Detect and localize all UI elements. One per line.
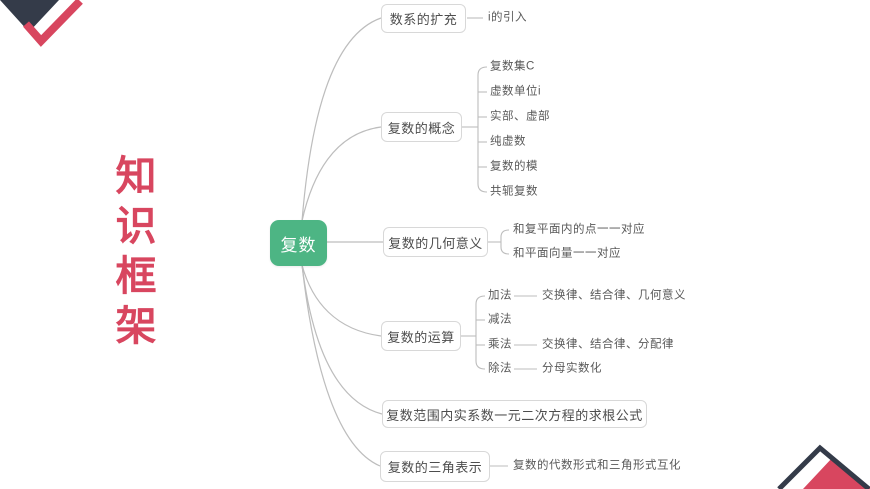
leaf-division: 除法 xyxy=(488,362,512,375)
branch-box-complex-concept: 复数的概念 xyxy=(381,112,462,142)
leaf-subtraction: 减法 xyxy=(488,313,512,326)
leaf-connectors xyxy=(461,17,537,467)
leaf-modulus: 复数的模 xyxy=(490,160,538,173)
corner-decoration-bottom-right xyxy=(777,444,870,489)
leaf-imaginary-unit: 虚数单位i xyxy=(490,85,542,98)
connector-root-to-branch-1 xyxy=(301,126,382,222)
leaf-complex-set-c: 复数集C xyxy=(490,60,535,73)
red-triangle-icon xyxy=(803,457,870,489)
leaf-vector-correspondence: 和平面向量一一对应 xyxy=(513,247,621,260)
leaf-i-introduction: i的引入 xyxy=(488,11,528,24)
navy-triangle-icon xyxy=(0,0,59,32)
branch-box-number-system-extension: 数系的扩充 xyxy=(381,4,466,33)
branch-box-geometric-meaning: 复数的几何意义 xyxy=(383,227,488,257)
connector-root-to-branch-3 xyxy=(301,264,382,337)
leaf-addition: 加法 xyxy=(488,289,512,302)
leaf-addition-note: 交换律、结合律、几何意义 xyxy=(542,289,686,302)
branch-box-trigonometric-form: 复数的三角表示 xyxy=(380,451,490,482)
leaf-real-imag-part: 实部、虚部 xyxy=(490,110,550,123)
leaf-multiplication: 乘法 xyxy=(488,338,512,351)
connector-branch1-spine xyxy=(477,66,488,193)
connector-root-to-branch-5 xyxy=(301,264,381,467)
connector-root-to-branch-4 xyxy=(301,264,383,415)
mindmap-root-node: 复数 xyxy=(270,220,327,266)
connector-branch2-spine xyxy=(500,229,510,255)
branch-box-quadratic-root-formula: 复数范围内实系数一元二次方程的求根公式 xyxy=(382,400,647,428)
leaf-pure-imaginary: 纯虚数 xyxy=(490,135,526,148)
page-title: 知识框架 xyxy=(109,154,155,354)
leaf-division-note: 分母实数化 xyxy=(542,362,602,375)
root-connectors xyxy=(301,17,383,467)
leaf-multiplication-note: 交换律、结合律、分配律 xyxy=(542,338,674,351)
connector-root-to-branch-0 xyxy=(301,17,382,222)
corner-decoration-top-left xyxy=(0,0,83,47)
leaf-form-conversion: 复数的代数形式和三角形式互化 xyxy=(513,459,681,472)
navy-chevron-icon xyxy=(777,444,870,489)
leaf-conjugate: 共轭复数 xyxy=(490,185,538,198)
connector-branch3-spine xyxy=(475,295,486,370)
leaf-point-correspondence: 和复平面内的点一一对应 xyxy=(513,223,645,236)
red-check-icon xyxy=(23,0,83,47)
branch-box-operations: 复数的运算 xyxy=(381,321,461,351)
